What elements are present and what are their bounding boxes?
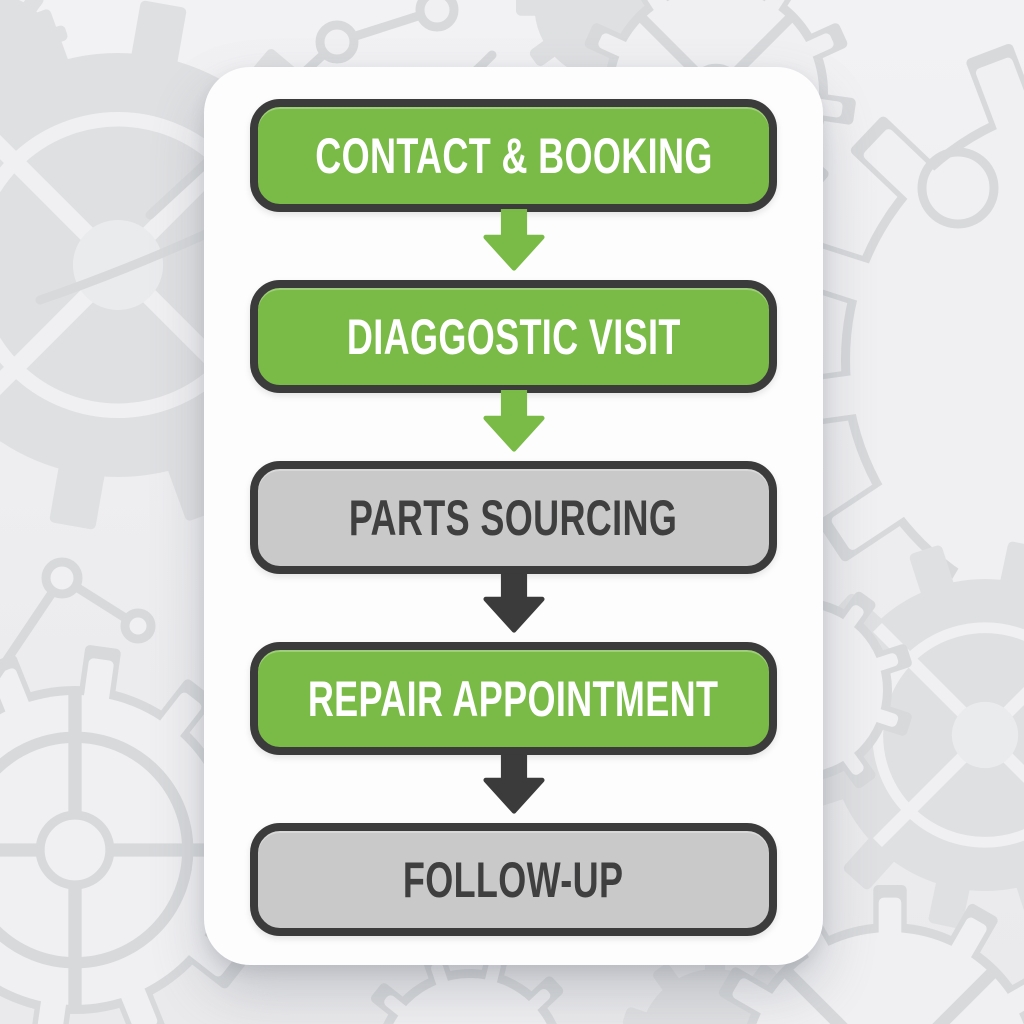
flow-step-label: CONTACT & BOOKING (314, 127, 713, 184)
flow-arrow-1 (250, 209, 777, 280)
flow-step-contact-booking: CONTACT & BOOKING (250, 99, 777, 212)
down-arrow-icon (482, 571, 545, 633)
flow-step-follow-up: FOLLOW-UP (250, 823, 777, 936)
flow-step-label: FOLLOW-UP (403, 851, 624, 908)
flow-step-label: REPAIR APPOINTMENT (308, 670, 719, 727)
flow-step-parts-sourcing: PARTS SOURCING (250, 461, 777, 574)
down-arrow-icon (482, 752, 545, 814)
flow-arrow-4 (250, 752, 777, 823)
flowchart-card: CONTACT & BOOKING DIAGGOSTIC VISIT PARTS… (204, 67, 823, 965)
flow-step-label: DIAGGOSTIC VISIT (346, 308, 681, 365)
flow-step-diagnostic-visit: DIAGGOSTIC VISIT (250, 280, 777, 393)
down-arrow-icon (482, 209, 545, 271)
flow-arrow-3 (250, 571, 777, 642)
down-arrow-icon (482, 390, 545, 452)
flow-step-label: PARTS SOURCING (349, 489, 678, 546)
flow-step-repair-appointment: REPAIR APPOINTMENT (250, 642, 777, 755)
flow-arrow-2 (250, 390, 777, 461)
